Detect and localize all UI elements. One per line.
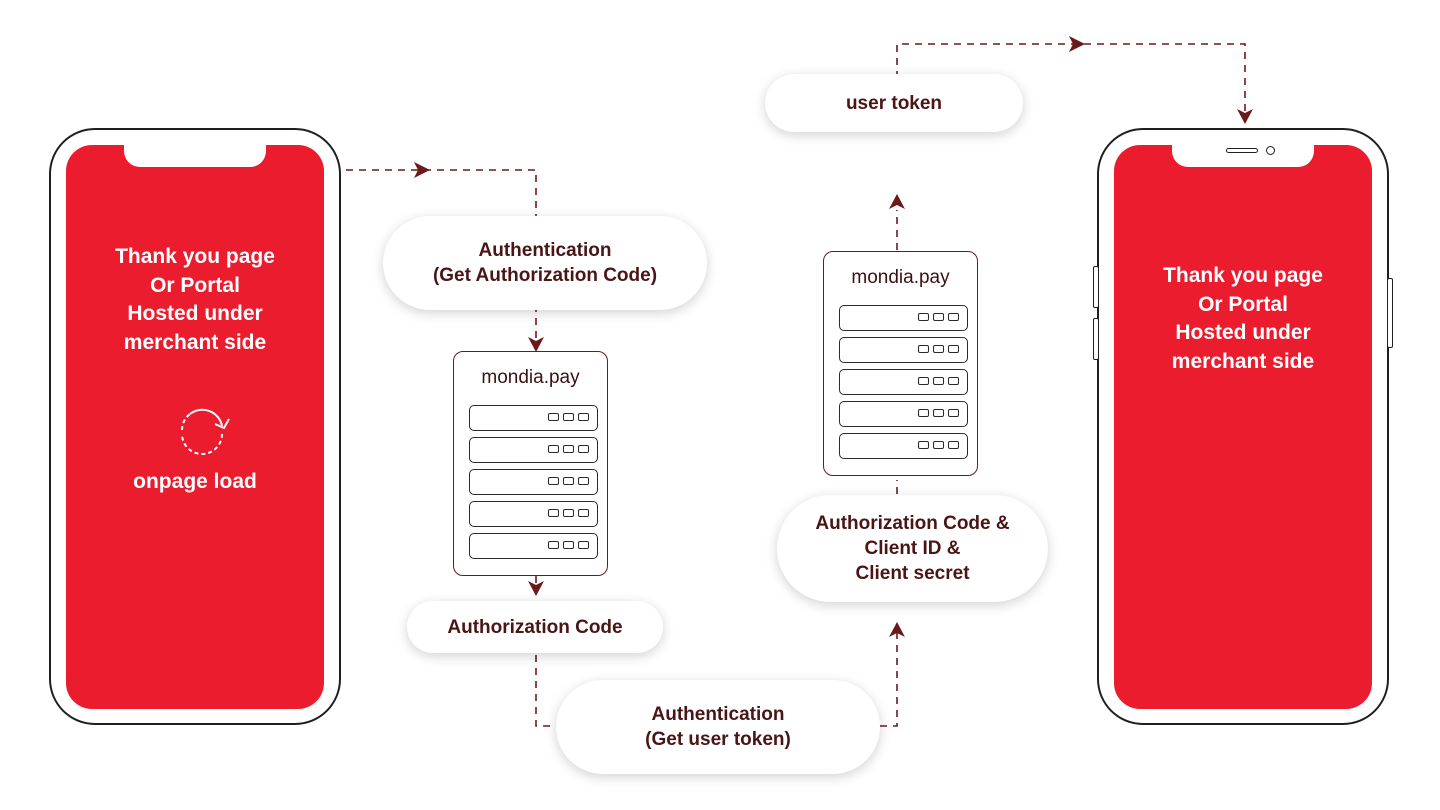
server-rack-unit [839, 401, 968, 427]
rack-indicator [548, 445, 559, 453]
rack-indicator [933, 409, 944, 417]
rack-indicator [933, 313, 944, 321]
server-rack-unit [839, 433, 968, 459]
rack-indicator [948, 345, 959, 353]
screen-text-line: Hosted under [1175, 321, 1311, 344]
rack-indicator [578, 541, 589, 549]
pill-line: Authorization Code [447, 616, 623, 638]
reload-icon [181, 408, 230, 455]
pill-line: user token [845, 92, 943, 114]
phone-notch [1172, 145, 1314, 167]
rack-indicator [563, 413, 574, 421]
rack-indicator [548, 477, 559, 485]
rack-indicator [948, 441, 959, 449]
rack-indicator [563, 509, 574, 517]
rack-indicator [933, 441, 944, 449]
connector-token-request-to-inputs [880, 628, 898, 727]
rack-indicator [933, 377, 944, 385]
rack-indicator [563, 445, 574, 453]
server-rack-unit [469, 437, 598, 463]
rack-indicator [918, 441, 929, 449]
screen-text-line: Thank you page [1163, 264, 1323, 287]
rack-indicator [548, 509, 559, 517]
phone-screen: Thank you page Or Portal Hosted under me… [1114, 145, 1372, 709]
power-button [1387, 278, 1393, 348]
mondia-pay-server-one: mondia.pay [453, 351, 608, 576]
screen-text-line: Hosted under [127, 302, 263, 325]
front-camera [1266, 146, 1275, 155]
rack-indicator [918, 409, 929, 417]
rack-indicator [548, 541, 559, 549]
arrowhead-right-1 [414, 162, 430, 178]
pill-line: Client secret [855, 563, 970, 584]
rack-indicator [918, 345, 929, 353]
server-rack-unit [469, 405, 598, 431]
token-request-label: Authentication (Get user token) [556, 680, 880, 774]
volume-up-button [1093, 266, 1099, 308]
screen-text-line: Thank you page [115, 245, 275, 268]
arrowhead-down-2 [528, 581, 544, 596]
auth-code-request-label: Authentication (Get Authorization Code) [383, 216, 707, 310]
server-rack-unit [469, 469, 598, 495]
rack-indicator [578, 413, 589, 421]
merchant-page-description: Thank you page Or Portal Hosted under me… [1114, 262, 1372, 376]
server-title: mondia.pay [481, 367, 580, 388]
user-token-label: user token [765, 74, 1023, 132]
rack-indicator [933, 345, 944, 353]
rack-indicator [948, 377, 959, 385]
pill-line: Client ID & [864, 538, 961, 559]
phone-notch [124, 145, 266, 167]
pill-line: Authentication [478, 240, 612, 261]
rack-indicator [548, 413, 559, 421]
rack-indicator [578, 477, 589, 485]
pill-line: (Get Authorization Code) [432, 265, 658, 286]
server-rack-unit [469, 501, 598, 527]
pill-line: Authorization Code & [815, 513, 1010, 534]
auth-code-result-label: Authorization Code [407, 601, 663, 653]
rack-indicator [948, 409, 959, 417]
screen-text-line: merchant side [123, 330, 267, 354]
arrowhead-up-2 [889, 194, 905, 209]
rack-indicator [578, 445, 589, 453]
rack-indicator [918, 377, 929, 385]
merchant-page-description: Thank you page Or Portal Hosted under me… [66, 243, 324, 357]
screen-text-line: Or Portal [1198, 292, 1288, 316]
server-rack-unit [839, 337, 968, 363]
server-title: mondia.pay [851, 267, 950, 288]
arrowhead-down-1 [528, 337, 544, 352]
onpage-load-label: onpage load [133, 470, 257, 493]
speaker-grille [1226, 148, 1258, 153]
merchant-phone-left: Thank you page Or Portal Hosted under me… [49, 128, 341, 725]
server-rack-unit [839, 305, 968, 331]
merchant-phone-right: Thank you page Or Portal Hosted under me… [1097, 128, 1389, 725]
arrowhead-up-1 [889, 622, 905, 637]
arrowhead-down-3 [1237, 109, 1253, 124]
rack-indicator [563, 477, 574, 485]
arrowhead-right-2 [1069, 36, 1085, 52]
phone-screen: Thank you page Or Portal Hosted under me… [66, 145, 324, 709]
rack-indicator [563, 541, 574, 549]
screen-text-line: Or Portal [150, 273, 240, 297]
token-inputs-label: Authorization Code & Client ID & Client … [777, 495, 1048, 602]
server-rack-unit [469, 533, 598, 559]
screen-text-line: merchant side [1171, 349, 1315, 373]
volume-down-button [1093, 318, 1099, 360]
mondia-pay-server-two: mondia.pay [823, 251, 978, 476]
server-rack-unit [839, 369, 968, 395]
connector-code-to-token-request [535, 655, 558, 727]
pill-line: (Get user token) [645, 729, 791, 750]
rack-indicator [578, 509, 589, 517]
pill-line: Authentication [651, 704, 785, 725]
rack-indicator [918, 313, 929, 321]
rack-indicator [948, 313, 959, 321]
